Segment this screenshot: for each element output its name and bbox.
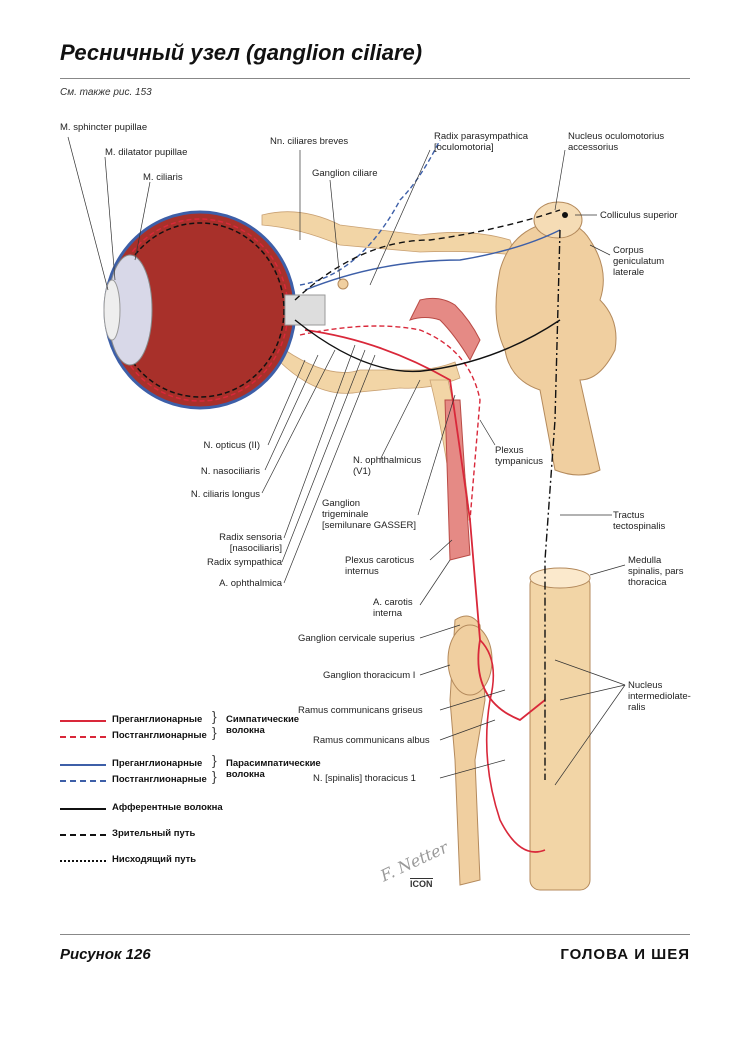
label-m-ciliaris: M. ciliaris <box>143 172 183 183</box>
legend-text-para-post: Постганглионарные <box>112 774 207 785</box>
label-tractus-line2: tectospinalis <box>613 521 666 532</box>
legend-text-visual: Зрительный путь <box>112 828 196 839</box>
label-ganglion-trigeminale-line2: trigeminale <box>322 509 369 520</box>
legend-text-descending: Нисходящий путь <box>112 854 197 865</box>
label-m-sphincter: M. sphincter pupillae <box>60 122 148 133</box>
label-plexus-tympanicus-line1: Plexus <box>495 445 524 456</box>
icon-logo: ICON <box>410 878 433 889</box>
label-ganglion-trigeminale-line3: [semilunare GASSER] <box>322 520 416 531</box>
legend-line-symp-pre <box>60 720 106 722</box>
label-corpus-line2: geniculatum <box>613 256 665 267</box>
sympathetic-trunk <box>447 615 493 886</box>
legend-line-afferent <box>60 808 106 810</box>
label-plexus-caroticus-line1: Plexus caroticus <box>345 555 415 566</box>
label-n-ophthalmicus: N. ophthalmicus(V1) <box>353 455 421 477</box>
leader-lines <box>67 136 626 786</box>
header-rule <box>60 78 690 79</box>
label-medulla-line3: thoracica <box>628 577 667 588</box>
eyeball <box>103 210 297 410</box>
label-radix-parasympathica: Radix parasympathica[oculomotoria] <box>434 131 528 153</box>
label-ganglion-thoracicum: Ganglion thoracicum I <box>323 670 416 681</box>
legend-text-symp-post: Постганглионарные <box>112 730 207 741</box>
legend-group-para-line2: волокна <box>226 769 265 780</box>
label-corpus-line1: Corpus <box>613 245 644 256</box>
section-title: ГОЛОВА И ШЕЯ <box>560 946 690 963</box>
label-a-carotis-line1: A. carotis <box>373 597 413 608</box>
label-nucleus-oculomotorius-line2: accessorius <box>568 142 619 153</box>
label-a-ophthalmica: A. ophthalmica <box>219 578 282 589</box>
label-plexus-tympanicus-line2: tympanicus <box>495 456 544 467</box>
label-a-carotis-line2: interna <box>373 608 403 619</box>
label-nucleus-im-line1: Nucleus <box>628 680 663 691</box>
label-radix-parasympathica-line1: Radix parasympathica <box>434 131 528 142</box>
label-colliculus-superior: Colliculus superior <box>600 210 678 221</box>
label-nn-ciliares: Nn. ciliares breves <box>270 136 349 147</box>
legend-text-symp-pre: Преганглионарные <box>112 714 203 725</box>
legend-line-para-pre <box>60 764 106 766</box>
colliculus-node <box>562 212 568 218</box>
label-corpus-line3: laterale <box>613 267 645 278</box>
label-m-dilatator: M. dilatator pupillae <box>105 147 188 158</box>
label-n-ophthalmicus-line2: (V1) <box>353 466 371 477</box>
label-radix-sensoria-line1: Radix sensoria <box>219 532 282 543</box>
ganglion-ciliare-node <box>337 278 349 290</box>
legend-line-descending <box>60 860 106 862</box>
legend-line-para-post <box>60 780 106 782</box>
legend-group-para-line1: Парасимпатические <box>226 758 321 769</box>
legend-line-symp-post <box>60 736 106 738</box>
optic-nerve <box>284 294 326 326</box>
legend-text-para-pre: Преганглионарные <box>112 758 203 769</box>
label-radix-parasympathica-line2: [oculomotoria] <box>434 142 494 153</box>
label-ramus-albus: Ramus communicans albus <box>313 735 430 746</box>
brainstem <box>495 201 617 476</box>
label-radix-sensoria-line2: [nasociliaris] <box>229 543 282 554</box>
label-radix-sensoria: Radix sensoria[nasociliaris] <box>219 532 282 554</box>
label-tractus-line1: Tractus <box>613 510 645 521</box>
label-ramus-griseus: Ramus communicans griseus <box>298 705 423 716</box>
label-ganglion-cervicale: Ganglion cervicale superius <box>298 633 415 644</box>
pathways <box>294 139 561 853</box>
label-n-opticus: N. opticus (II) <box>203 440 261 451</box>
see-also-note: См. также рис. 153 <box>60 87 152 98</box>
label-n-ciliaris-longus: N. ciliaris longus <box>190 489 260 500</box>
legend-text-afferent: Афферентные волокна <box>112 802 223 813</box>
legend-brace-para-2: } <box>212 768 217 784</box>
carotid-artery <box>409 297 481 561</box>
label-n-thoracicus: N. [spinalis] thoracicus 1 <box>313 773 416 784</box>
legend-brace-symp: } <box>212 708 217 724</box>
spinal-cord <box>529 567 591 891</box>
label-ganglion-trigeminale-line1: Ganglion <box>322 498 361 509</box>
legend-group-symp-line2: волокна <box>226 725 265 736</box>
legend-brace-symp-2: } <box>212 724 217 740</box>
label-ganglion-ciliare: Ganglion ciliare <box>312 168 378 179</box>
label-medulla-line1: Medulla <box>628 555 662 566</box>
label-nucleus-im-line2: intermediolate- <box>628 691 691 702</box>
label-plexus-caroticus-line2: internus <box>345 566 379 577</box>
label-n-nasociliaris: N. nasociliaris <box>200 466 260 477</box>
label-radix-sympathica: Radix sympathica <box>207 557 282 568</box>
legend-group-symp-line1: Симпатические <box>226 714 300 725</box>
label-medulla-line2: spinalis, pars <box>628 566 684 577</box>
label-nucleus-im-line3: ralis <box>628 702 646 713</box>
legend-line-visual <box>60 834 106 836</box>
label-n-ophthalmicus-line1: N. ophthalmicus <box>353 455 422 466</box>
anatomy-illustration <box>67 136 626 891</box>
page-title: Ресничный узел (ganglion ciliare) <box>60 40 423 65</box>
label-nucleus-oculomotorius-line1: Nucleus oculomotorius <box>568 131 665 142</box>
footer-rule <box>60 934 690 935</box>
legend-brace-para: } <box>212 752 217 768</box>
figure-number: Рисунок 126 <box>60 946 151 963</box>
